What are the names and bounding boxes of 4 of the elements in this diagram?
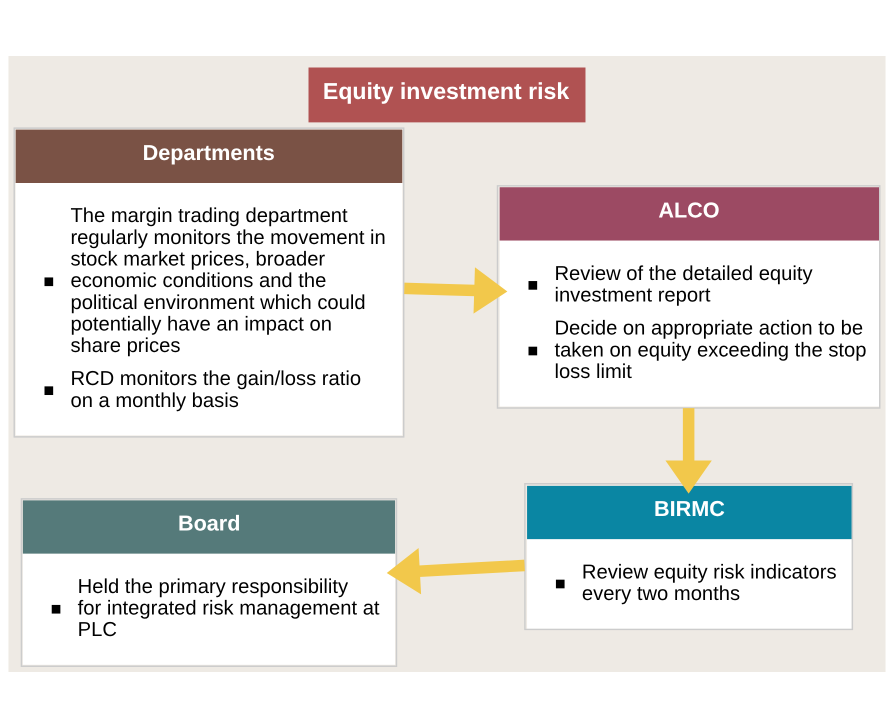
arrow [386,547,525,594]
arrow [665,408,712,494]
arrow [404,266,508,314]
diagram-title: Equity investment risk [322,77,570,104]
